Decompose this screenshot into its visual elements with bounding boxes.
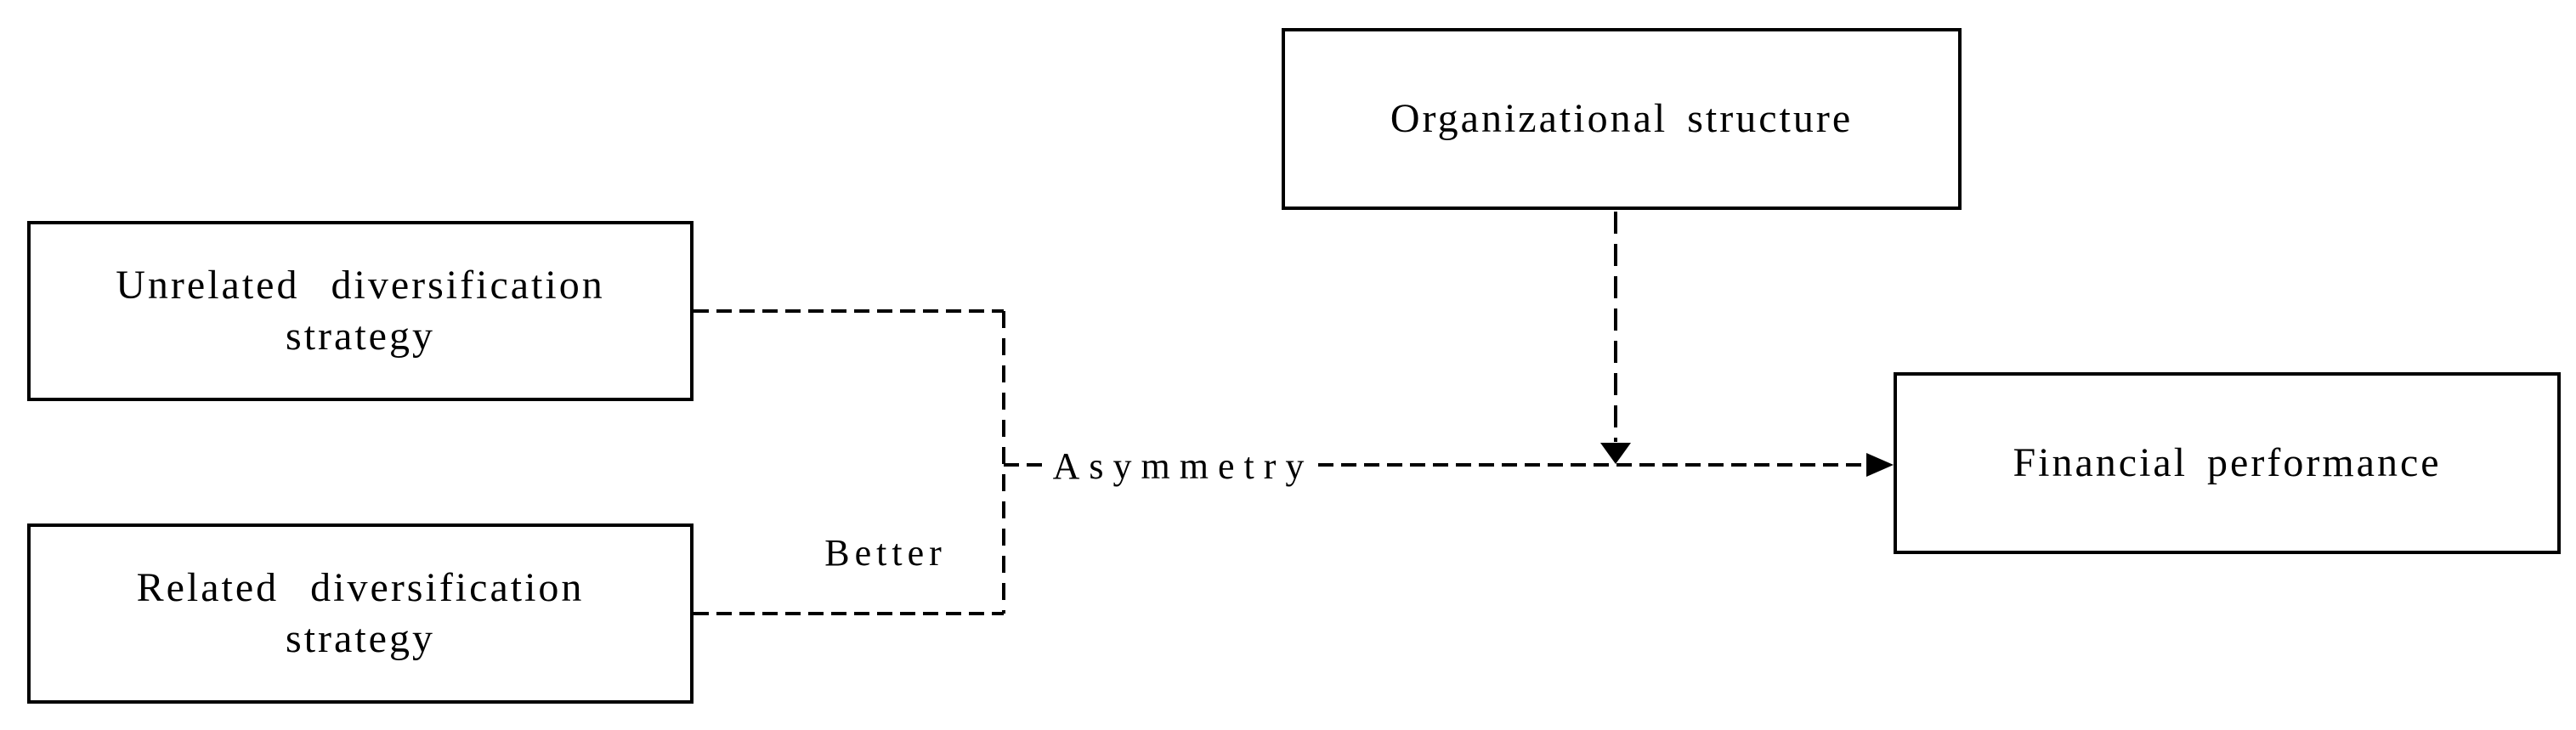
node-organizational-label: Organizational structure bbox=[1390, 96, 1854, 141]
label-asymmetry: Asymmetry bbox=[1052, 445, 1314, 487]
node-related-diversification-strategy: Related diversification strategy bbox=[27, 523, 694, 704]
node-financial-label: Financial performance bbox=[2013, 440, 2442, 485]
node-related-label: Related diversification strategy bbox=[136, 565, 585, 661]
asymmetry-arrowhead bbox=[1866, 453, 1894, 477]
node-financial-performance: Financial performance bbox=[1894, 372, 2561, 554]
node-unrelated-diversification-strategy: Unrelated diversification strategy bbox=[27, 221, 694, 401]
label-better: Better bbox=[824, 532, 947, 574]
moderator-arrowhead bbox=[1600, 443, 1631, 464]
node-organizational-structure: Organizational structure bbox=[1282, 28, 1962, 210]
node-unrelated-label: Unrelated diversification strategy bbox=[116, 263, 605, 359]
